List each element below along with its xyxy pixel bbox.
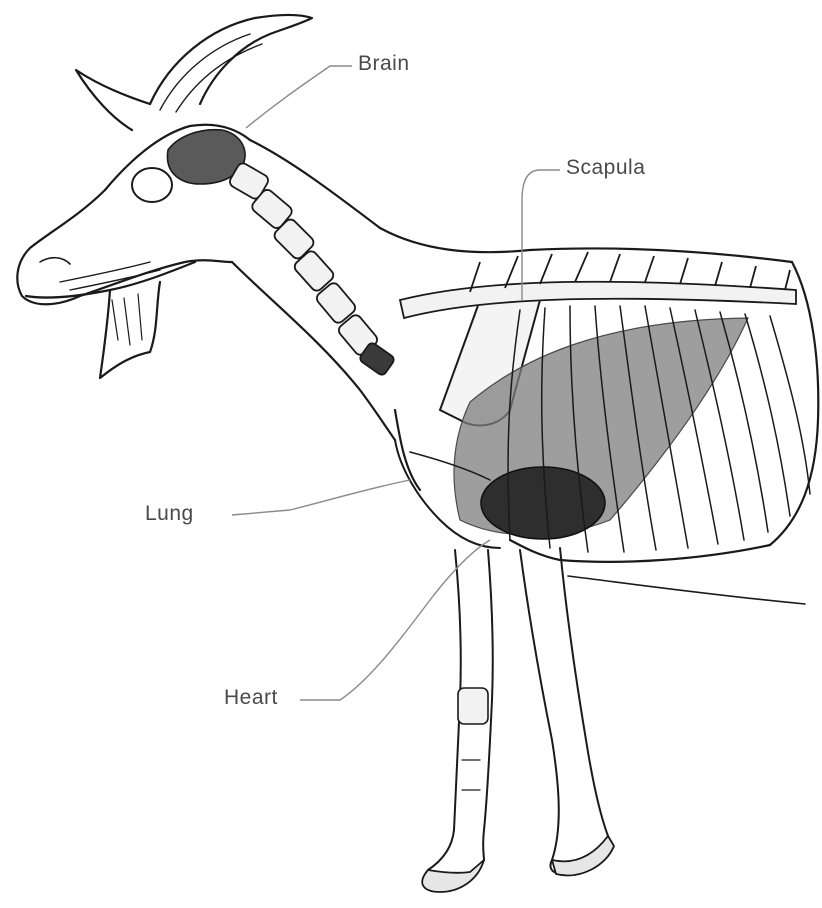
lung-label: Lung <box>145 502 194 526</box>
thoracic-spine <box>400 252 796 318</box>
cervical-vertebrae <box>228 161 396 376</box>
scapula-label: Scapula <box>566 156 645 180</box>
heart-region <box>481 467 605 539</box>
brain-leader-line <box>246 66 352 128</box>
brain-label: Brain <box>358 52 410 76</box>
heart-label: Heart <box>224 686 278 710</box>
lung-leader-line <box>232 480 410 515</box>
